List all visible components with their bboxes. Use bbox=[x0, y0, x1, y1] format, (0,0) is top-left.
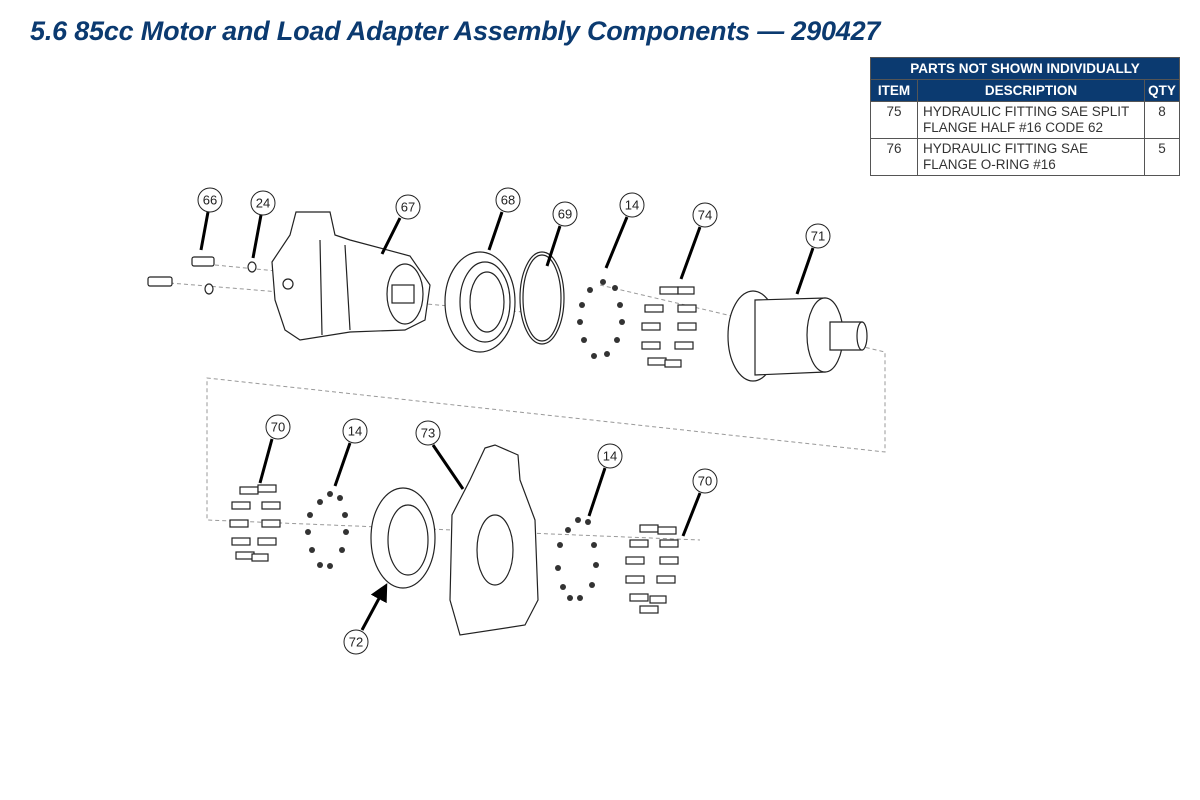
table-row: 75 HYDRAULIC FITTING SAE SPLIT FLANGE HA… bbox=[870, 101, 1180, 139]
callout-67: 67 bbox=[395, 194, 421, 220]
svg-text:68: 68 bbox=[501, 193, 515, 208]
description-cell: HYDRAULIC FITTING SAE FLANGE O-RING #16 bbox=[917, 138, 1145, 176]
bolt-66 bbox=[147, 256, 215, 287]
svg-text:74: 74 bbox=[698, 208, 712, 223]
bolts-70-left bbox=[229, 484, 281, 562]
callout-24: 24 bbox=[250, 190, 276, 216]
bolts-70-right bbox=[625, 524, 679, 614]
callout-74: 74 bbox=[692, 202, 718, 228]
callout-72: 72 bbox=[343, 629, 369, 655]
svg-text:14: 14 bbox=[348, 424, 362, 439]
seal-68 bbox=[444, 251, 516, 353]
callout-70: 70 bbox=[265, 414, 291, 440]
table-row: 76 HYDRAULIC FITTING SAE FLANGE O-RING #… bbox=[870, 138, 1180, 176]
header-item: ITEM bbox=[870, 79, 918, 102]
nuts-14 bbox=[305, 279, 625, 601]
svg-text:66: 66 bbox=[203, 193, 217, 208]
callout-69: 69 bbox=[552, 201, 578, 227]
svg-text:70: 70 bbox=[698, 474, 712, 489]
callout-14: 14 bbox=[619, 192, 645, 218]
item-cell: 76 bbox=[870, 138, 918, 176]
svg-text:69: 69 bbox=[558, 207, 572, 222]
svg-text:73: 73 bbox=[421, 426, 435, 441]
o-ring-69 bbox=[519, 251, 565, 345]
qty-cell: 8 bbox=[1144, 101, 1180, 139]
svg-text:70: 70 bbox=[271, 420, 285, 435]
svg-text:24: 24 bbox=[256, 196, 270, 211]
callout-68: 68 bbox=[495, 187, 521, 213]
hydraulic-motor-67 bbox=[271, 211, 431, 341]
callout-66: 66 bbox=[197, 187, 223, 213]
callout-14: 14 bbox=[597, 443, 623, 469]
qty-cell: 5 bbox=[1144, 138, 1180, 176]
washer-24 bbox=[204, 261, 257, 295]
callout-70: 70 bbox=[692, 468, 718, 494]
mounting-plate-73 bbox=[449, 444, 539, 636]
svg-text:14: 14 bbox=[625, 198, 639, 213]
callout-73: 73 bbox=[415, 420, 441, 446]
description-cell: HYDRAULIC FITTING SAE SPLIT FLANGE HALF … bbox=[917, 101, 1145, 139]
callout-14: 14 bbox=[342, 418, 368, 444]
svg-text:71: 71 bbox=[811, 229, 825, 244]
callouts: 66 24 67 68 69 14 74 71 70 14 73 14 70 7… bbox=[197, 187, 831, 655]
svg-text:72: 72 bbox=[349, 635, 363, 650]
bolts-74 bbox=[641, 286, 697, 368]
svg-text:67: 67 bbox=[401, 200, 415, 215]
callout-71: 71 bbox=[805, 223, 831, 249]
spacer-ring-72 bbox=[370, 487, 436, 589]
svg-text:14: 14 bbox=[603, 449, 617, 464]
page-title: 5.6 85cc Motor and Load Adapter Assembly… bbox=[30, 16, 881, 46]
parts-not-shown-table: PARTS NOT SHOWN INDIVIDUALLY ITEM DESCRI… bbox=[870, 57, 1180, 176]
load-adapter-71 bbox=[727, 290, 868, 382]
